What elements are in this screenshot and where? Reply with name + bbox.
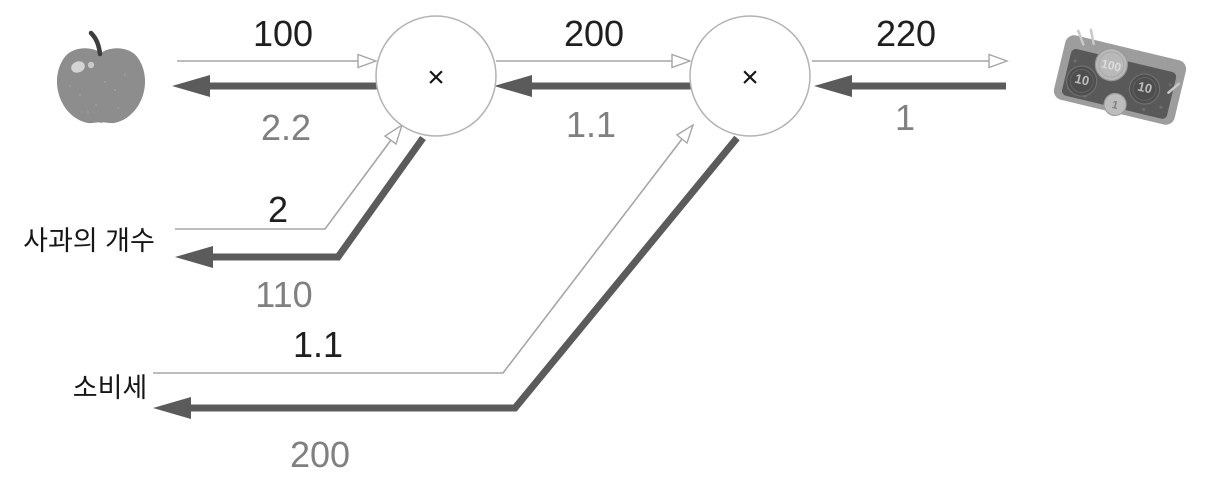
forward-arrowhead-mul1-to-mul2: [671, 53, 693, 69]
money-icon: 100 10 10 1: [1053, 28, 1187, 125]
backward-arrowhead-mul1-to-apple: [172, 75, 210, 97]
forward-value-labels: 100 200 220 2 1.1: [253, 13, 936, 365]
coin-10-left-label: 10: [1073, 71, 1091, 89]
apple-speckles: [69, 74, 126, 113]
backward-arrowhead-mul1-to-count: [175, 246, 213, 268]
forward-edge-count-to-mul1: [175, 139, 392, 230]
forward-value-tax-rate: 1.1: [293, 324, 343, 365]
coin-10-left: 10: [1066, 65, 1098, 97]
gradient-value-total: 1: [895, 97, 915, 138]
coin-100: 100: [1094, 47, 1128, 82]
backward-edge-mul2-to-tax: [191, 135, 740, 412]
mul-node-1: ×: [375, 15, 497, 137]
mul-node-1-circle: [375, 15, 497, 137]
apple-highlight-large: [71, 61, 85, 73]
backward-edges: [153, 75, 1006, 419]
forward-arrowhead-tax-to-mul2: [675, 123, 695, 145]
apple-stem: [88, 30, 103, 57]
coin-1: 1: [1103, 92, 1127, 117]
gradient-value-labels: 2.2 1.1 1 110 200: [255, 97, 915, 475]
forward-value-subtotal: 200: [564, 13, 624, 54]
mul-node-2-operator: ×: [741, 61, 759, 94]
coin-10-right: 10: [1128, 73, 1161, 105]
mul-node-1-operator: ×: [427, 61, 445, 94]
gradient-value-apple-count: 110: [255, 274, 312, 315]
coin-100-label: 100: [1100, 56, 1123, 74]
label-apple-count: 사과의 개수: [23, 226, 155, 256]
forward-arrowhead-apple-to-mul1: [357, 53, 379, 69]
coin-10-right-label: 10: [1136, 79, 1154, 97]
forward-edge-tax-to-mul2: [153, 138, 683, 374]
backward-arrowhead-money-to-mul2: [814, 75, 852, 97]
label-tax: 소비세: [73, 373, 148, 403]
apple-icon: [56, 30, 146, 124]
forward-value-apple-count: 2: [268, 189, 288, 230]
forward-edges: [153, 53, 1010, 374]
forward-value-apple-price: 100: [253, 13, 313, 54]
forward-arrowhead-mul2-to-money: [988, 53, 1010, 69]
forward-value-total: 220: [876, 13, 936, 54]
apple-highlight-small: [87, 61, 95, 69]
gradient-value-subtotal: 1.1: [566, 104, 616, 145]
mul-node-2-circle: [689, 15, 811, 137]
backward-edge-mul1-to-count: [213, 135, 426, 261]
gradient-value-apple-price: 2.2: [261, 107, 311, 148]
input-labels: 사과의 개수 소비세: [23, 226, 155, 403]
mul-node-2: ×: [689, 15, 811, 137]
gradient-value-tax-rate: 200: [290, 434, 350, 475]
money-tray-shine-lines: [1077, 28, 1180, 94]
forward-arrowhead-count-to-mul1: [383, 123, 404, 146]
backward-arrowhead-mul2-to-mul1: [494, 75, 532, 97]
backward-arrowhead-mul2-to-tax: [153, 397, 191, 419]
coin-1-label: 1: [1111, 99, 1120, 112]
